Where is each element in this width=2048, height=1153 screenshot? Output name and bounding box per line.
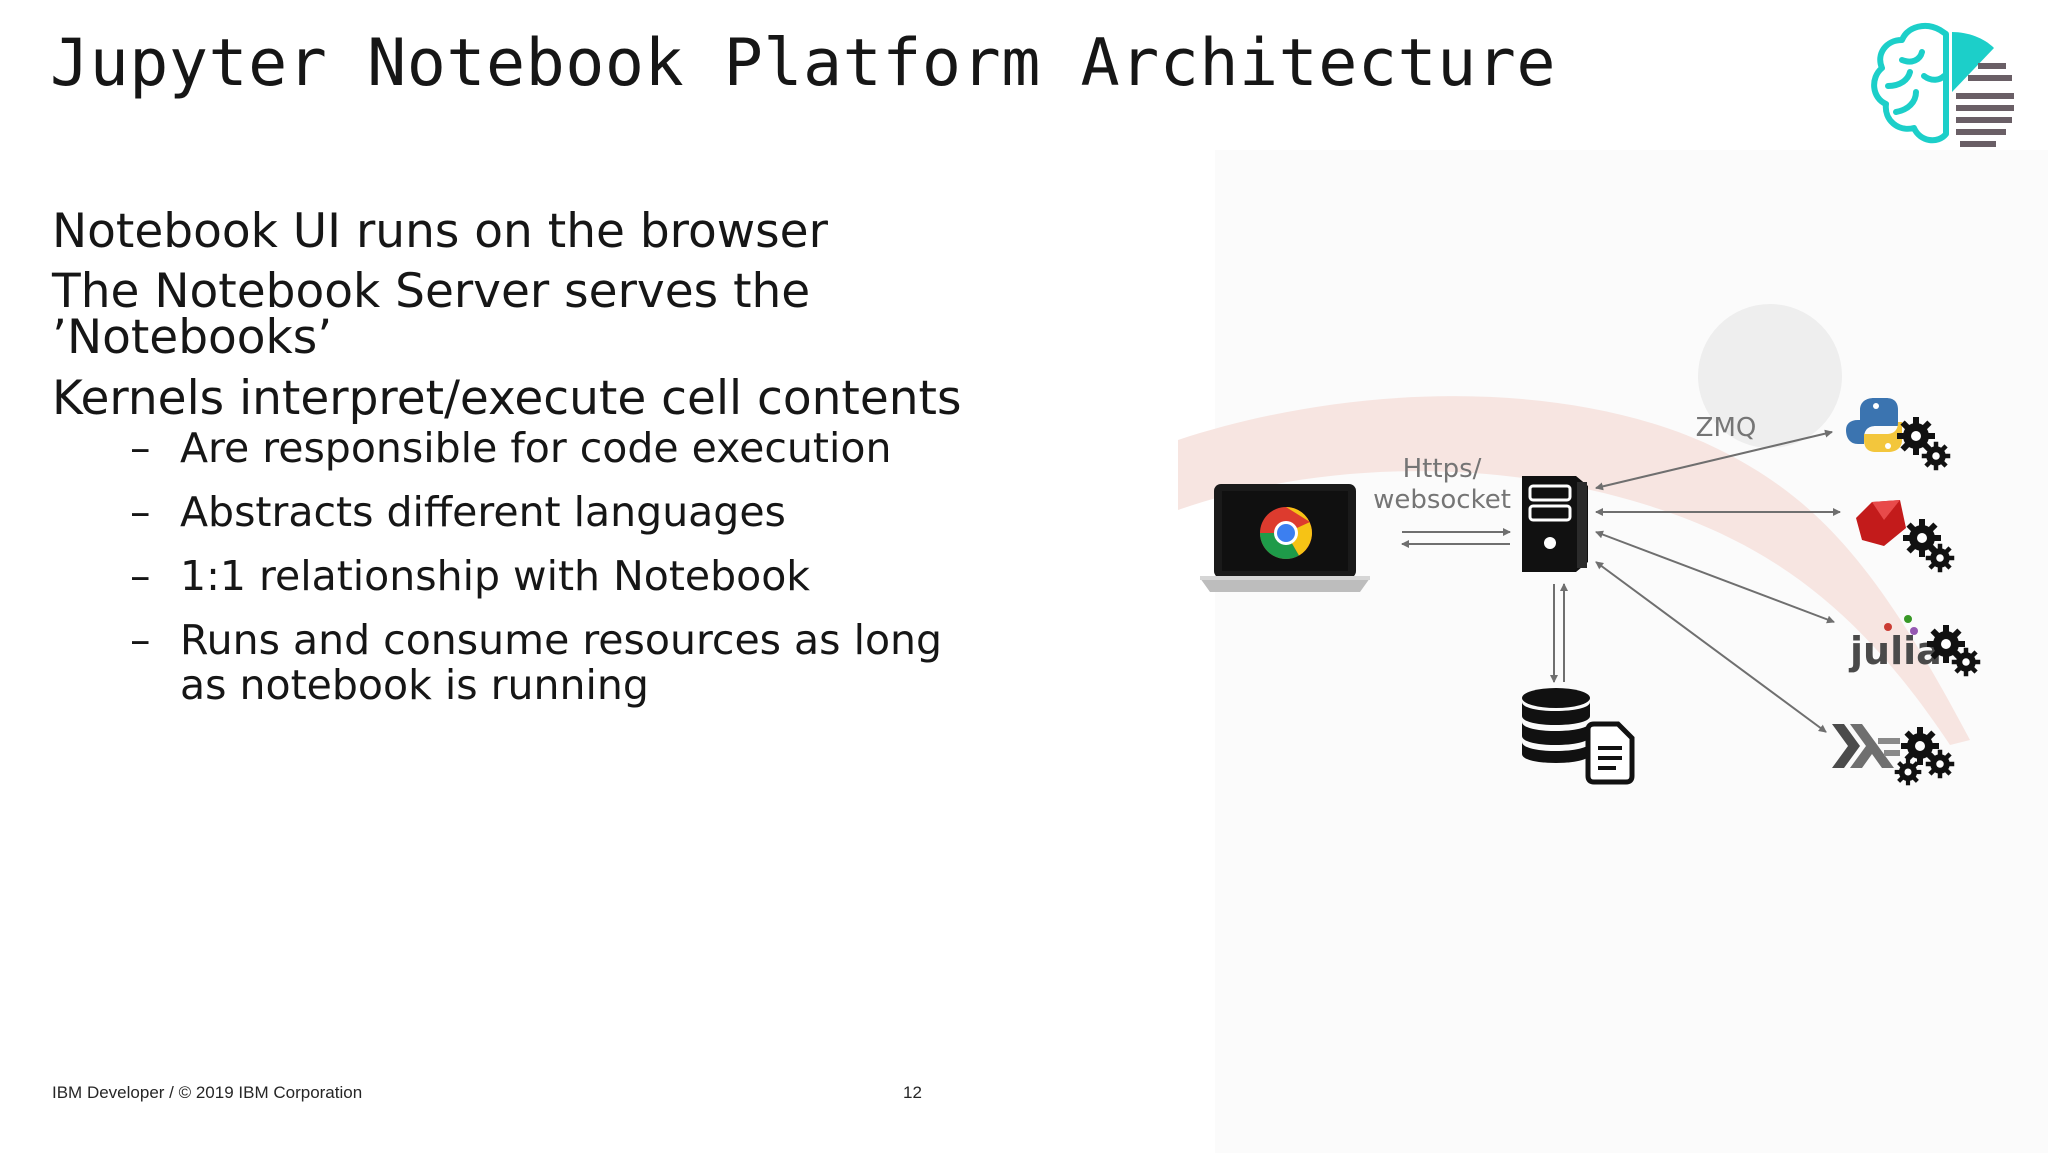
server-icon [1522,476,1588,572]
sub-bullet-item: –1:1 relationship with Notebook [52,551,1012,600]
haskell-icon [1832,724,1900,768]
kernel-highlight-circle [1698,304,1842,448]
arrow [1595,561,1827,733]
dash-marker: – [130,615,151,664]
dash-marker: – [130,488,151,536]
python-icon [1846,398,1902,452]
sub-bullet-item: –Runs and consume resources as long as n… [52,615,960,709]
architecture-diagram: Https/ websocket ZMQ [1178,304,1981,786]
gears-icon [1894,417,1981,786]
dash-marker: – [130,551,151,600]
svg-text:julia: julia [1848,629,1942,673]
bullet-item: The Notebook Server serves the ’Notebook… [52,264,811,366]
bullet-item: Notebook UI runs on the browser [52,204,828,259]
sub-bullet-text: 1:1 relationship with Notebook [180,551,811,600]
sub-bullet-text: Abstracts different languages [180,488,786,536]
sub-bullet-item: –Abstracts different languages [52,488,1012,536]
sub-bullet-text: Runs and consume resources as long as no… [180,615,943,709]
slide-title: Jupyter Notebook Platform Architecture [50,26,1557,101]
brain-logo-icon [1871,22,2014,147]
julia-icon: julia [1848,615,1942,673]
protocol-label: websocket [1373,485,1511,515]
bullet-list: Notebook UI runs on the browser The Note… [52,208,1012,726]
sub-bullet-text: Are responsible for code execution [180,424,892,473]
database-icon [1522,688,1590,763]
sub-bullet-item: –Are responsible for code execution [52,424,1012,473]
bullet-item: Kernels interpret/execute cell contents [52,371,962,427]
zmq-label: ZMQ [1696,413,1757,443]
ruby-icon [1856,500,1906,546]
sub-bullet-list: –Are responsible for code execution –Abs… [52,424,1012,709]
protocol-label: Https/ [1403,454,1482,484]
document-icon [1585,721,1635,785]
dash-marker: – [130,424,151,473]
footer-copyright: IBM Developer / © 2019 IBM Corporation [52,1083,363,1102]
chrome-icon [1260,507,1312,559]
arrow [1595,429,1833,491]
page-number: 12 [903,1083,922,1102]
